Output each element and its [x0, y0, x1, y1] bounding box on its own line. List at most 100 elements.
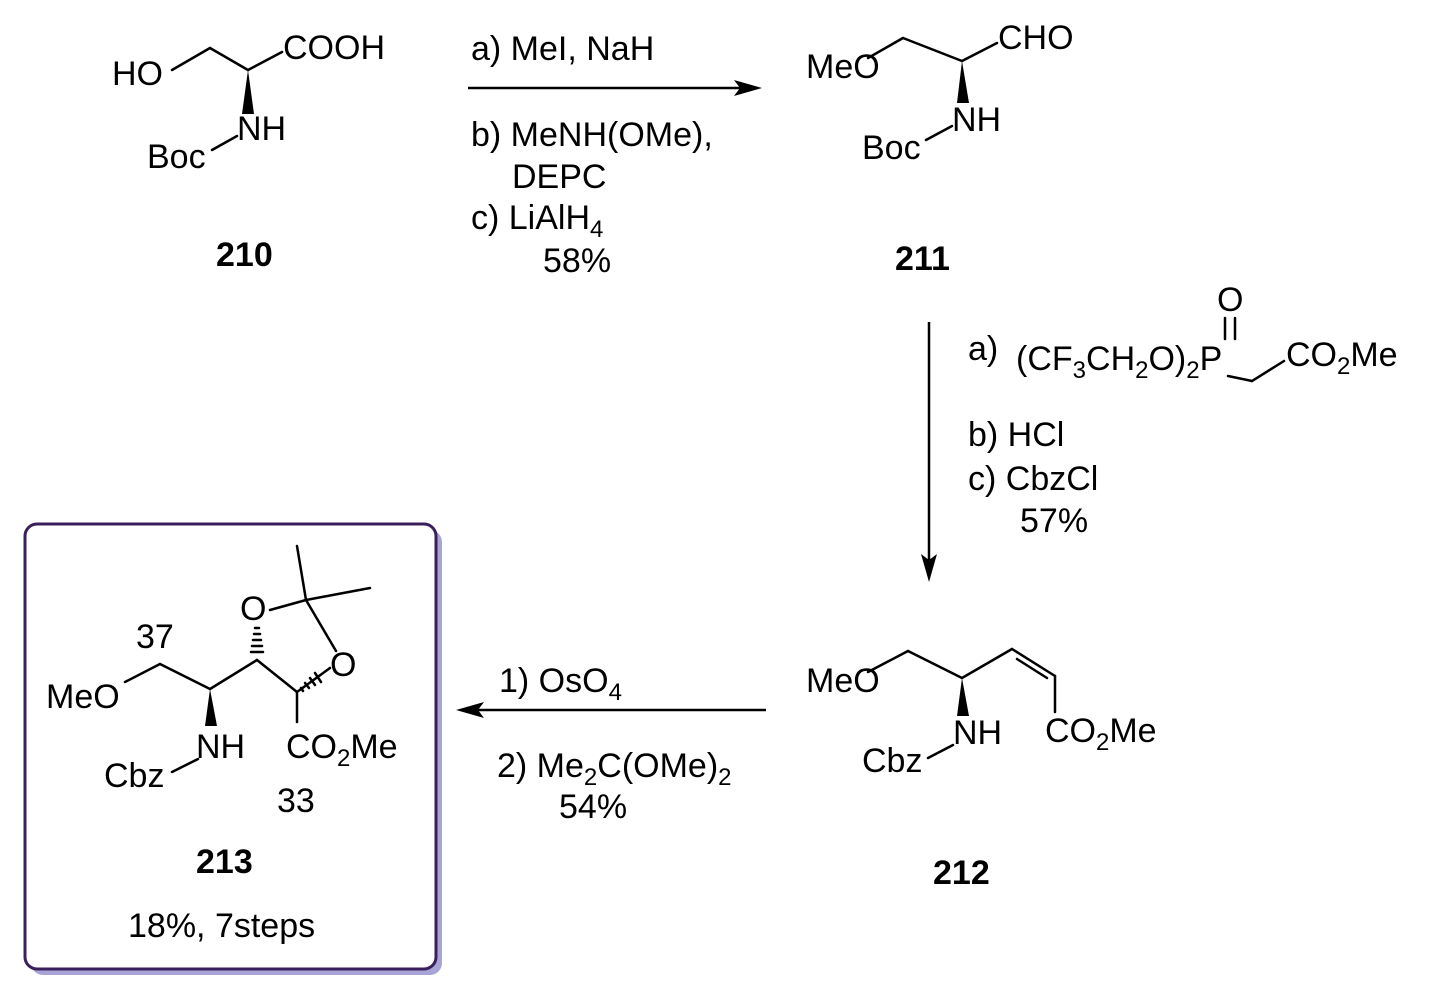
highlight-box: [23, 522, 438, 971]
subscript: 2: [584, 764, 597, 791]
subscript: 2: [718, 764, 731, 791]
atom-label-cooh: COOH: [283, 29, 385, 67]
stereo-hash: [299, 671, 323, 693]
text-part: O): [1148, 340, 1186, 378]
atom-label-boc: Boc: [862, 129, 921, 167]
bond: [866, 649, 910, 674]
bond: [960, 647, 1014, 680]
reagent-formula: (CF3CH2O)2P: [1016, 340, 1222, 384]
atom-label-cho: CHO: [998, 19, 1074, 57]
text-part: (CF: [1016, 340, 1073, 378]
bond: [906, 649, 964, 680]
conditions-step-3: 1) OsO4 2) Me2C(OMe)2 54%: [497, 662, 732, 826]
bond: [158, 662, 212, 691]
bond: [901, 36, 964, 63]
atom-label-o-top: O: [240, 590, 266, 628]
overall-yield-note: 18%, 7steps: [128, 907, 315, 945]
atom-label-ester: CO2Me: [1045, 712, 1157, 756]
text-part: Me: [1350, 336, 1397, 374]
atom-label-meo: MeO: [806, 662, 880, 700]
yield: 58%: [543, 242, 611, 280]
compound-number: 212: [933, 854, 990, 892]
condition-b: b) HCl: [968, 416, 1064, 454]
atom-label-nh: NH: [952, 101, 1001, 139]
subscript: 3: [1073, 357, 1086, 384]
condition-b-cont: DEPC: [512, 158, 606, 196]
phosphonate-reagent: (CF3CH2O)2P O CO2Me: [1016, 281, 1398, 384]
text-part: 1) OsO: [499, 662, 609, 700]
bond: [1010, 647, 1057, 678]
subscript: 2: [1186, 357, 1199, 384]
condition-b: b) MeNH(OMe),: [471, 116, 713, 154]
atom-label-meo: MeO: [806, 48, 880, 86]
text-part: 2) Me: [497, 747, 584, 785]
condition-c: c) LiAlH4: [471, 199, 603, 243]
position-label-33: 33: [277, 782, 315, 820]
compound-213-box: [23, 522, 442, 975]
bond: [295, 544, 308, 602]
position-label-37: 37: [136, 618, 174, 656]
condition-c-main: c) LiAlH: [471, 199, 590, 237]
text-part: CH: [1086, 340, 1135, 378]
compound-210: HO COOH NH Boc 210: [112, 29, 385, 274]
text-part: Me: [1109, 712, 1156, 750]
atom-label-o-right: O: [330, 646, 356, 684]
stereo-hash: [249, 626, 265, 654]
bond: [255, 658, 299, 694]
text-part: CO: [286, 728, 337, 766]
atom-label-nh: NH: [196, 728, 245, 766]
compound-213: O O MeO NH Cbz CO2Me 37 33 213 18%, 7ste…: [46, 544, 398, 945]
stereo-wedge: [205, 689, 217, 726]
text-part: Me: [350, 728, 397, 766]
text-part: C(OMe): [597, 747, 718, 785]
bond: [268, 598, 308, 612]
bond: [1226, 374, 1254, 383]
compound-number: 210: [216, 236, 273, 274]
condition-c: c) CbzCl: [968, 460, 1098, 498]
bond: [170, 757, 200, 774]
arrow-head: [456, 702, 484, 718]
bond: [866, 36, 905, 60]
condition-1: 1) OsO4: [499, 662, 622, 706]
bond: [210, 134, 239, 152]
bond: [304, 598, 338, 653]
compound-212: MeO NH Cbz CO2Me 212: [806, 647, 1157, 892]
atom-label-nh: NH: [953, 714, 1002, 752]
bond: [304, 586, 372, 602]
atom-label-ho: HO: [112, 55, 163, 93]
condition-a-prefix: a): [968, 330, 998, 368]
subscript: 4: [609, 679, 622, 706]
compound-211: MeO CHO NH Boc 211: [806, 19, 1074, 278]
ester-label: CO2Me: [1286, 336, 1398, 380]
bond: [170, 46, 212, 72]
bond: [960, 41, 999, 63]
stereo-wedge: [242, 70, 254, 114]
bond: [123, 662, 162, 684]
bond: [926, 743, 955, 760]
bond: [246, 50, 284, 72]
bond-double-inner: [1015, 657, 1049, 680]
phosphorus-atom: P: [1200, 340, 1223, 378]
bond: [208, 658, 259, 691]
text-part: CO: [1286, 336, 1337, 374]
text-part: CO: [1045, 712, 1096, 750]
atom-label-meo: MeO: [46, 678, 120, 716]
conditions-step-1: a) MeI, NaH b) MeNH(OMe), DEPC c) LiAlH4…: [471, 30, 713, 280]
arrow-head: [734, 80, 762, 96]
arrow-head: [921, 554, 937, 582]
conditions-step-2: a) (CF3CH2O)2P O CO2Me b) HCl c) CbzCl 5…: [968, 281, 1398, 540]
subscript: 2: [1135, 357, 1148, 384]
subscript: 2: [1096, 729, 1109, 756]
atom-label-nh: NH: [237, 110, 286, 148]
subscript: 2: [337, 745, 350, 772]
bond: [1250, 359, 1286, 383]
atom-label-cbz: Cbz: [862, 742, 922, 780]
yield: 54%: [559, 788, 627, 826]
compound-number: 211: [895, 240, 950, 278]
atom-label-oxo: O: [1217, 281, 1243, 319]
subscript: 2: [1337, 353, 1350, 380]
compound-number: 213: [196, 843, 253, 881]
bond: [924, 124, 954, 142]
condition-a: a) MeI, NaH: [471, 30, 654, 68]
